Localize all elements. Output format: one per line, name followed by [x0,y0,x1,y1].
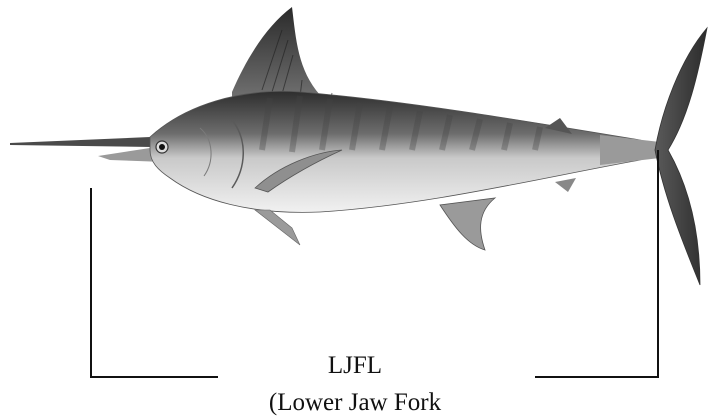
second-anal-fin [555,178,576,192]
pelvic-fin [255,210,300,245]
caudal-peduncle [600,135,660,165]
bill [10,137,152,147]
fish-body [150,91,660,212]
anal-fin [440,198,495,250]
tail-fin [655,28,707,285]
marlin-icon [10,7,707,285]
measurement-subtitle: (Lower Jaw Fork [0,389,710,417]
measurement-label: LJFL [0,352,710,380]
